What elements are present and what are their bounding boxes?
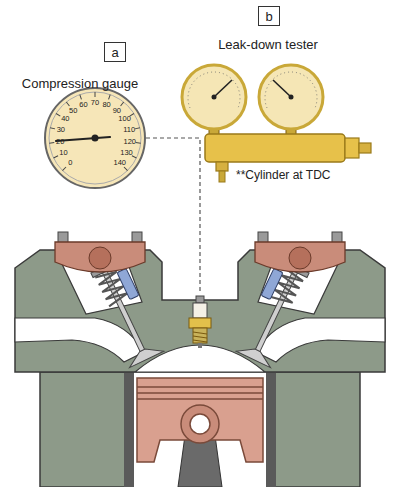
instrument-label: Leak-down tester	[218, 38, 318, 51]
compression-gauge-part-part	[80, 95, 82, 100]
leak-down-tester-part	[188, 72, 240, 108]
piston	[137, 378, 263, 462]
piston-part	[137, 398, 263, 400]
cylinder-block-part	[124, 372, 134, 487]
exhaust-valve-part	[236, 342, 275, 367]
compression-gauge-part-part	[62, 167, 66, 171]
dial-number: 40	[61, 116, 69, 124]
cylinder-head-part	[135, 345, 265, 372]
compression-gauge-part-part	[95, 92, 96, 97]
intake-valve-part	[125, 342, 164, 367]
compression-gauge-part-part	[124, 167, 128, 171]
leak-down-tester-part	[219, 171, 225, 182]
letter-tag: b	[265, 10, 272, 23]
dial-number: 0	[68, 159, 72, 167]
letter-box: b	[258, 6, 280, 26]
compression-gauge-part	[92, 135, 99, 142]
spark-plug-part	[193, 303, 207, 318]
lash-adjuster-part	[117, 268, 139, 299]
leak-down-tester-part	[212, 95, 217, 100]
compression-gauge-part	[45, 88, 145, 188]
leak-down-tester-part	[345, 138, 359, 158]
letter-tag: a	[111, 46, 118, 59]
dial-number: 50	[69, 107, 77, 115]
cylinder-head-part	[256, 318, 385, 362]
leak-down-tester-part	[205, 134, 345, 162]
leak-down-tester	[182, 65, 371, 182]
compression-gauge-part-part	[49, 142, 54, 144]
leak-down-tester-part	[216, 162, 228, 171]
cylinder-block-part	[266, 372, 276, 487]
dial-number: 10	[59, 149, 67, 157]
camshaft-part	[55, 242, 145, 272]
dial-number: 140	[113, 159, 126, 167]
spark-plug	[189, 296, 211, 348]
spark-plug-part	[193, 328, 207, 343]
note-text: **Cylinder at TDC	[236, 169, 330, 181]
compression-gauge	[45, 88, 145, 188]
leak-down-tester-part	[259, 65, 323, 129]
cylinder-block-part	[40, 372, 132, 487]
leak-down-tester-part	[214, 80, 232, 97]
dashed-leader-part	[146, 138, 200, 294]
spark-plug-part	[193, 336, 207, 338]
dial-number: 90	[113, 107, 121, 115]
dial-number: 110	[123, 126, 135, 134]
cylinder-head-part	[15, 318, 144, 362]
spark-plug-part	[193, 340, 207, 342]
camshaft-part	[289, 247, 311, 269]
cylinder-block	[40, 372, 360, 487]
compression-gauge-part-part	[136, 142, 141, 144]
dial-number: 100	[118, 116, 131, 124]
instrument-label: Compression gauge	[22, 77, 138, 90]
compression-gauge-part	[49, 92, 140, 171]
dial-number: 60	[79, 101, 87, 109]
compression-gauge-part-part	[135, 128, 140, 129]
piston-part	[190, 414, 210, 434]
dial-number: 30	[57, 126, 65, 134]
compression-gauge-part-part	[56, 114, 60, 117]
leak-down-tester-part	[273, 80, 291, 97]
spark-plug-part	[189, 318, 211, 328]
lash-adjuster-part	[261, 268, 283, 299]
piston-part	[137, 378, 263, 462]
letter-box: a	[104, 42, 126, 62]
cylinder-block-part	[268, 372, 360, 487]
compression-gauge-part-part	[109, 95, 111, 100]
spark-plug-part	[198, 343, 202, 348]
leak-down-tester-part	[182, 65, 246, 129]
spark-plug-part	[193, 332, 207, 334]
compression-gauge-part-part	[50, 128, 55, 129]
camshaft-part	[255, 242, 345, 272]
compression-gauge-part-part	[66, 102, 69, 106]
piston-part	[181, 405, 219, 443]
compression-gauge-part-part	[121, 102, 124, 106]
dial-number: 20	[56, 138, 64, 146]
camshaft-part	[89, 247, 111, 269]
piston-part	[137, 392, 263, 394]
leak-down-tester-part	[359, 143, 371, 153]
compression-gauge-part-part	[54, 156, 59, 158]
piston-part	[137, 386, 263, 388]
dial-number: 70	[91, 99, 99, 107]
cylinder-block-part	[134, 372, 266, 487]
spark-plug-part	[196, 296, 204, 303]
dial-number: 130	[120, 149, 133, 157]
leak-down-tester-part	[289, 95, 294, 100]
dial-number: 120	[124, 138, 137, 146]
dial-number: 80	[102, 101, 110, 109]
compression-gauge-part	[49, 92, 141, 184]
leak-down-tester-part	[265, 72, 317, 108]
dashed-leader	[146, 138, 200, 294]
